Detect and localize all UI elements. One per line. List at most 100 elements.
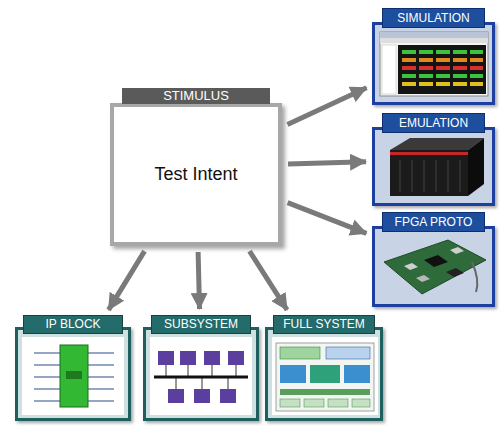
grille-line <box>400 160 401 192</box>
box-heading: SIMULATION <box>382 8 485 28</box>
flow-arrow <box>287 88 366 125</box>
fpga-chip <box>424 255 448 267</box>
box-heading: EMULATION <box>382 113 485 133</box>
illustration-background <box>22 337 124 415</box>
wave-segment <box>419 58 433 62</box>
wave-segment <box>419 50 433 54</box>
wave-segment <box>419 82 433 86</box>
wave-segment <box>419 66 433 70</box>
ip-core-mark <box>66 371 82 379</box>
port-line <box>34 353 60 354</box>
signal-panel <box>382 45 396 94</box>
wave-segment <box>453 50 467 54</box>
grille-line <box>436 160 437 192</box>
flow-arrow <box>109 251 145 310</box>
bus-tap <box>166 365 167 377</box>
bus-tap <box>176 377 177 389</box>
emulator-illustration <box>380 132 488 202</box>
wave-segment <box>453 82 467 86</box>
flow-arrow <box>198 252 199 309</box>
bus-block <box>168 389 184 403</box>
grille-line <box>412 160 413 192</box>
wave-segment <box>470 58 483 62</box>
port-line <box>34 365 60 366</box>
bus-block <box>204 351 220 365</box>
wave-segment <box>453 66 467 70</box>
ip-block-illustration <box>22 337 124 415</box>
board-component <box>416 275 430 282</box>
board-component <box>450 247 464 254</box>
grille-line <box>460 160 461 192</box>
system-bus <box>154 376 248 379</box>
stimulus-box: Test Intent STIMULUS <box>110 88 282 246</box>
wave-segment <box>453 58 467 62</box>
flow-arrow <box>250 251 287 310</box>
wave-segment <box>436 82 450 86</box>
window-frame <box>380 32 488 96</box>
port-line <box>88 401 114 402</box>
flow-arrow <box>288 162 366 164</box>
system-block <box>280 365 306 383</box>
wave-segment <box>402 58 416 62</box>
bus-tap <box>228 377 229 389</box>
subsystem-blocks <box>158 351 244 403</box>
emulator-grille <box>400 160 460 192</box>
port-line <box>88 353 114 354</box>
box-heading: FPGA PROTO <box>382 212 485 232</box>
wave-segment <box>436 74 450 78</box>
wave-segment <box>470 82 483 86</box>
box-heading: FULL SYSTEM <box>273 315 375 334</box>
wave-segment <box>436 66 450 70</box>
ip-core-block <box>60 345 88 407</box>
system-block <box>280 399 300 407</box>
box-heading: STIMULUS <box>122 88 270 104</box>
fpga-board-illustration <box>380 232 490 302</box>
wave-segment <box>402 66 416 70</box>
wave-segment <box>470 74 483 78</box>
illustration-background <box>150 337 252 415</box>
box-heading: SUBSYSTEM <box>151 315 251 334</box>
wave-segment <box>470 66 483 70</box>
wave-segment <box>402 74 416 78</box>
wave-segment <box>436 50 450 54</box>
system-block <box>328 399 348 407</box>
system-block <box>344 365 370 383</box>
system-block <box>352 399 370 407</box>
wave-segment <box>470 50 483 54</box>
wave-segment <box>436 58 450 62</box>
grille-line <box>448 160 449 192</box>
bus-block <box>194 389 210 403</box>
full-system-illustration <box>272 337 378 415</box>
bus-block <box>180 351 196 365</box>
bus-block <box>220 389 236 403</box>
wave-segment <box>402 82 416 86</box>
box-heading: IP BLOCK <box>23 315 123 334</box>
bus-tap <box>202 377 203 389</box>
system-block <box>310 365 340 383</box>
box-text: Test Intent <box>148 164 243 185</box>
subsystem-illustration <box>150 337 252 415</box>
box-body: Test Intent <box>110 103 282 246</box>
tool-bar <box>380 38 488 43</box>
emulator-stripe <box>390 152 468 155</box>
system-outline <box>276 343 374 411</box>
port-line <box>88 377 114 378</box>
wave-segment <box>402 50 416 54</box>
bus-tap <box>236 365 237 377</box>
board-component <box>404 263 418 270</box>
wave-segment <box>453 74 467 78</box>
flow-arrow <box>288 203 367 234</box>
grille-line <box>424 160 425 192</box>
bus-tap <box>212 365 213 377</box>
simulation-screenshot <box>378 30 490 100</box>
emulator-front <box>390 150 468 196</box>
system-block <box>304 399 324 407</box>
system-block <box>326 347 370 359</box>
port-line <box>34 377 60 378</box>
title-bar <box>380 32 488 38</box>
port-line <box>34 389 60 390</box>
bus-block <box>228 351 244 365</box>
port-line <box>34 401 60 402</box>
